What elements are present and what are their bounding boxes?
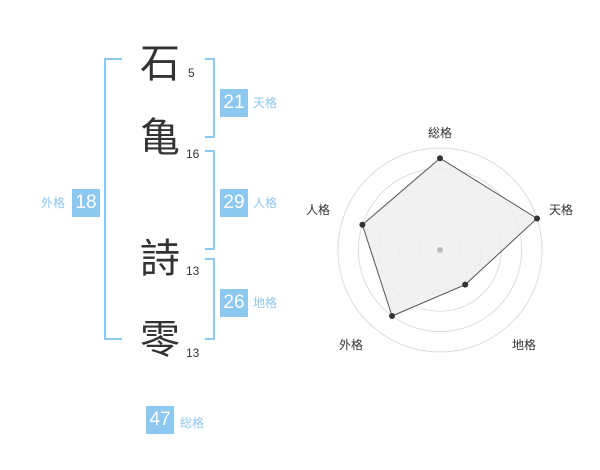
stroke-count-1: 5 (188, 66, 195, 80)
radar-point-4 (389, 313, 396, 320)
given-name-char-1: 詩 (140, 236, 180, 282)
stroke-count-2: 16 (186, 147, 200, 161)
gaikaku-score-badge: 18 (72, 189, 100, 217)
soukaku-label: 総格 (180, 416, 205, 430)
jinkaku-bracket (205, 150, 215, 250)
tenkaku-score-badge: 21 (220, 89, 248, 117)
radar-grid-ring (337, 147, 543, 353)
radar-label-jinkaku: 人格 (306, 203, 331, 217)
given-name-char-2: 零 (140, 317, 180, 363)
radar-label-gaikaku: 外格 (339, 338, 364, 352)
soukaku-score-badge: 47 (146, 406, 174, 434)
radar-point-1 (437, 155, 443, 162)
stroke-count-4: 13 (186, 346, 200, 360)
stroke-count-3: 13 (186, 264, 200, 278)
tenkaku-label: 天格 (253, 96, 278, 110)
surname-char-1: 石 (140, 41, 180, 87)
chikaku-bracket (205, 258, 215, 340)
gaikaku-bracket (104, 58, 122, 340)
jinkaku-label: 人格 (253, 196, 278, 210)
chikaku-label: 地格 (253, 296, 278, 310)
radar-point-5 (359, 221, 366, 228)
radar-label-soukaku: 総格 (428, 126, 453, 140)
radar-point-3 (462, 281, 469, 288)
radar-point-2 (534, 215, 541, 222)
surname-char-2: 亀 (140, 115, 180, 161)
jinkaku-score-badge: 29 (220, 189, 248, 217)
chikaku-score-badge: 26 (220, 289, 248, 317)
gaikaku-label: 外格 (41, 196, 66, 210)
radar-label-tenkaku: 天格 (549, 203, 574, 217)
radar-center-dot (437, 247, 443, 253)
radar-value-polygon (361, 157, 538, 317)
radar-label-chikaku: 地格 (512, 338, 537, 352)
tenkaku-bracket (205, 58, 215, 138)
